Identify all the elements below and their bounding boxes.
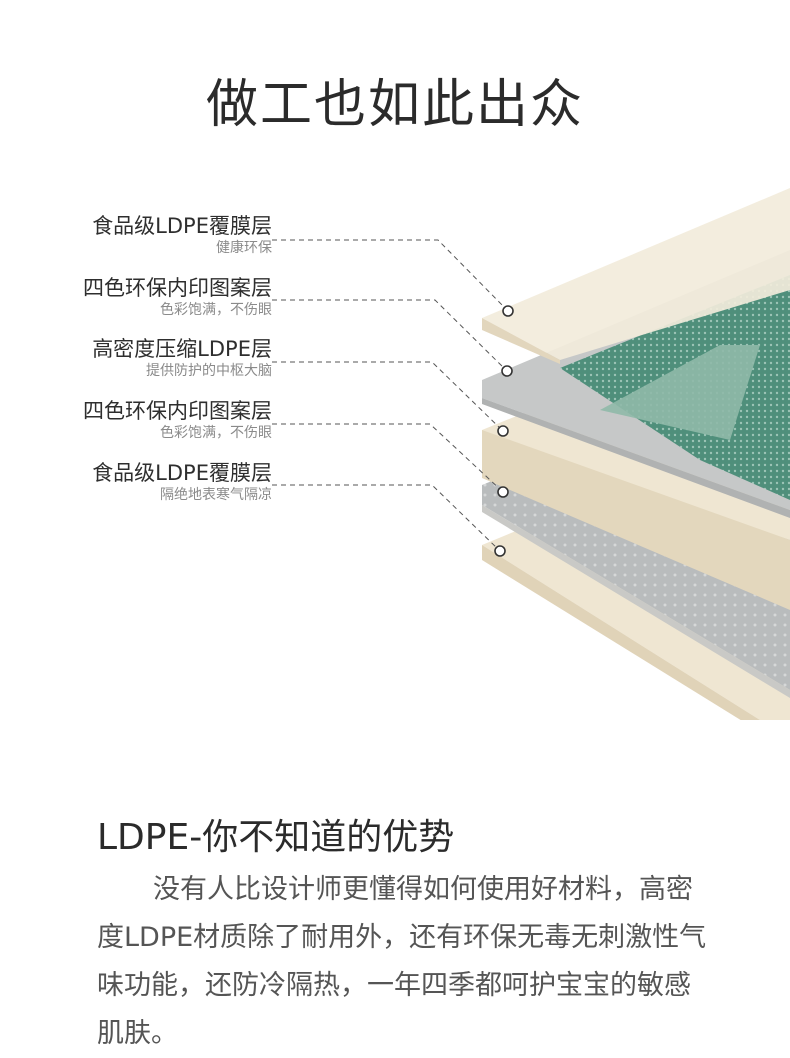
- marker-dot: [497, 486, 509, 498]
- layer-desc: 隔绝地表寒气隔凉: [160, 487, 272, 503]
- marker-dot: [497, 425, 509, 437]
- layer-label-3: 高密度压缩LDPE层 提供防护的中枢大脑: [92, 336, 272, 380]
- page-title: 做工也如此出众: [205, 75, 584, 135]
- top-film-layer: [482, 188, 790, 364]
- section-title: LDPE-你不知道的优势: [97, 817, 455, 858]
- layer-desc: 色彩饱满，不伤眼: [160, 302, 272, 318]
- layer-label-4: 四色环保内印图案层 色彩饱满，不伤眼: [83, 398, 272, 442]
- layer-label-1: 食品级LDPE覆膜层 健康环保: [92, 213, 272, 257]
- leader-lines: [272, 239, 509, 552]
- layer-label-2: 四色环保内印图案层 色彩饱满，不伤眼: [83, 275, 272, 319]
- layer-desc: 健康环保: [216, 240, 272, 256]
- layer-name: 食品级LDPE覆膜层: [92, 214, 272, 238]
- layer-desc: 提供防护的中枢大脑: [146, 363, 272, 379]
- marker-dot: [501, 365, 513, 377]
- layer-name: 四色环保内印图案层: [83, 399, 272, 423]
- paragraph-text: 没有人比设计师更懂得如何使用好材料，高密度LDPE材质除了耐用外，还有环保无毒无…: [97, 874, 707, 1049]
- layer-name: 四色环保内印图案层: [83, 276, 272, 300]
- marker-dot: [502, 305, 514, 317]
- top-print-layer: [482, 250, 790, 518]
- layer-desc: 色彩饱满，不伤眼: [160, 425, 272, 441]
- layer-name: 高密度压缩LDPE层: [92, 337, 272, 361]
- section-paragraph: 没有人比设计师更懂得如何使用好材料，高密度LDPE材质除了耐用外，还有环保无毒无…: [97, 866, 717, 1058]
- marker-dot: [494, 545, 506, 557]
- layer-diagram: [272, 188, 790, 720]
- layer-name: 食品级LDPE覆膜层: [92, 461, 272, 485]
- layer-label-5: 食品级LDPE覆膜层 隔绝地表寒气隔凉: [92, 460, 272, 504]
